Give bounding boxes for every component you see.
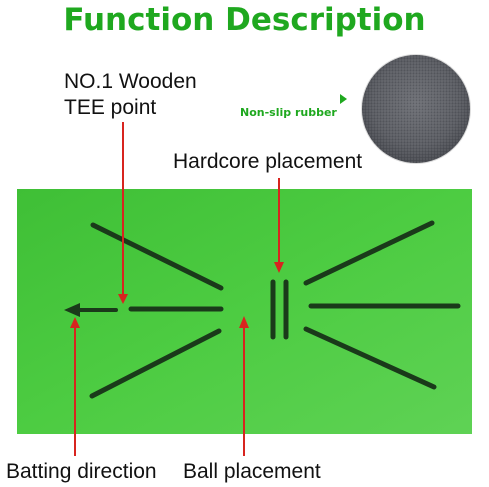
ball-placement-label: Ball placement xyxy=(183,460,321,483)
batting-direction-arrow xyxy=(64,303,118,317)
page-title: Function Description xyxy=(63,2,426,38)
tee-label-line2: TEE point xyxy=(64,96,157,119)
triangle-arrow-icon xyxy=(340,94,347,104)
guide-line xyxy=(89,328,222,399)
guide-line xyxy=(90,222,224,291)
non-slip-rubber-label: Non-slip rubber xyxy=(240,106,337,119)
tee-label-line1: NO.1 Wooden xyxy=(64,70,197,93)
rubber-texture-swatch xyxy=(361,54,471,164)
pointer-arrows xyxy=(70,122,284,456)
tee-pointer-head xyxy=(118,294,128,304)
tee-point-label: NO.1 Wooden TEE point xyxy=(64,69,197,121)
hardcore-pointer-head xyxy=(274,262,284,273)
ball-pointer-head xyxy=(239,316,249,328)
guide-line xyxy=(303,220,435,286)
batting-pointer-head xyxy=(70,317,80,328)
guide-line xyxy=(303,326,437,390)
batting-direction-label: Batting direction xyxy=(6,460,157,483)
swing-guide-lines xyxy=(89,220,461,399)
hardcore-placement-label: Hardcore placement xyxy=(173,150,363,173)
